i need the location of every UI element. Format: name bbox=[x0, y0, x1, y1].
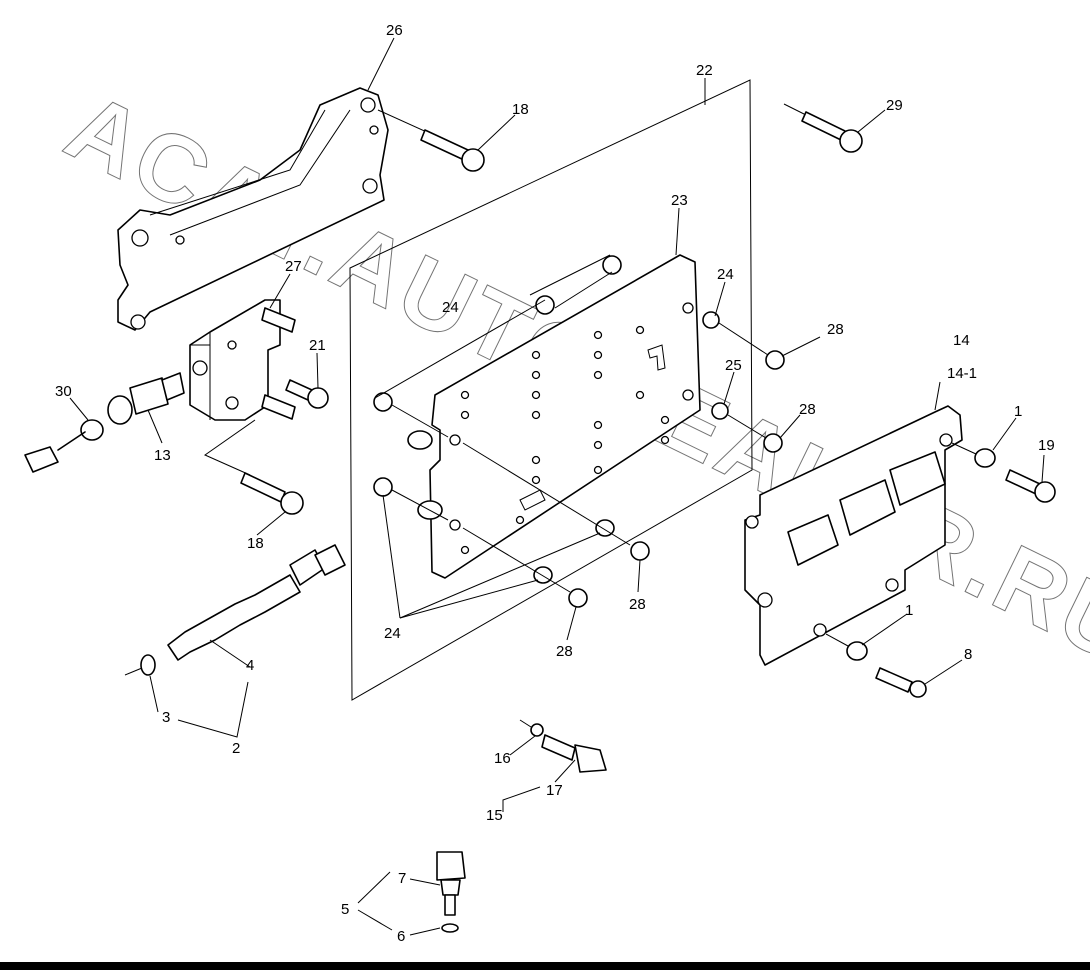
connector-30-cap bbox=[80, 419, 104, 441]
plate-23 bbox=[429, 254, 701, 579]
sensor-17 bbox=[541, 734, 576, 761]
label-28: 28 bbox=[799, 401, 816, 418]
label-29: 29 bbox=[886, 97, 903, 114]
label-14-1: 14-1 bbox=[947, 365, 977, 382]
label-26: 26 bbox=[386, 22, 403, 39]
sensor-17-connector bbox=[574, 744, 607, 773]
bracket-26-hole bbox=[175, 235, 185, 245]
bracket-26-hole bbox=[369, 125, 379, 135]
washer-25 bbox=[711, 402, 729, 420]
block-27-port bbox=[225, 396, 239, 410]
label-21: 21 bbox=[309, 337, 326, 354]
plate-23-slot bbox=[519, 489, 546, 511]
label-25: 25 bbox=[725, 357, 742, 374]
o-ring-6 bbox=[441, 923, 459, 933]
block-27-stud bbox=[261, 394, 296, 420]
o-ring-3 bbox=[140, 654, 156, 676]
label-28: 28 bbox=[827, 321, 844, 338]
bolt-8-head bbox=[909, 680, 927, 698]
sensor-7-stem bbox=[444, 894, 456, 916]
plate-23-holes bbox=[449, 302, 694, 555]
panel-frame-22 bbox=[349, 79, 753, 701]
bracket-26 bbox=[117, 87, 389, 331]
plate-23-stud bbox=[407, 430, 433, 450]
label-18: 18 bbox=[247, 535, 264, 552]
washer-1-top bbox=[974, 448, 996, 468]
block-27-port bbox=[192, 360, 208, 376]
sensor-4 bbox=[167, 574, 301, 661]
block-27 bbox=[189, 299, 281, 421]
bolt-18-top bbox=[420, 129, 469, 161]
sensor-4-connector bbox=[314, 544, 346, 576]
block-27-stud bbox=[261, 307, 296, 333]
label-1: 1 bbox=[1014, 403, 1022, 420]
label-28: 28 bbox=[629, 596, 646, 613]
bolt-18-lower-head bbox=[280, 491, 304, 515]
label-28: 28 bbox=[556, 643, 573, 660]
plate-23-bracket bbox=[647, 344, 666, 371]
sensor-4-axis bbox=[124, 667, 143, 676]
label-24: 24 bbox=[442, 299, 459, 316]
connector-30 bbox=[24, 446, 59, 473]
leader-lines bbox=[69, 37, 1045, 936]
label-30: 30 bbox=[55, 383, 72, 400]
bolt-29-head bbox=[839, 129, 863, 153]
bracket-26-hole bbox=[131, 229, 149, 247]
label-13: 13 bbox=[154, 447, 171, 464]
ecu-axis-lower bbox=[825, 633, 849, 647]
connector-30-wire bbox=[57, 431, 86, 451]
bolt-29-axis bbox=[783, 103, 807, 116]
label-27: 27 bbox=[285, 258, 302, 275]
label-1: 1 bbox=[905, 602, 913, 619]
bolt-19-head bbox=[1034, 481, 1056, 503]
block-27-edge bbox=[190, 332, 211, 420]
label-7: 7 bbox=[398, 870, 406, 887]
label-22: 22 bbox=[696, 62, 713, 79]
washer-1-bottom bbox=[846, 641, 868, 661]
sensor-13-tip bbox=[161, 372, 185, 401]
ecu-connectors bbox=[787, 451, 946, 566]
bottom-border bbox=[0, 962, 1090, 970]
bracket-26-hole bbox=[130, 314, 146, 330]
bolt-8 bbox=[875, 667, 913, 693]
label-24: 24 bbox=[717, 266, 734, 283]
sensor-7-body bbox=[440, 879, 461, 896]
bolt-18-lower-axis bbox=[203, 419, 256, 476]
label-15: 15 bbox=[486, 807, 503, 824]
label-2: 2 bbox=[232, 740, 240, 757]
label-4: 4 bbox=[246, 657, 254, 674]
label-16: 16 bbox=[494, 750, 511, 767]
label-5: 5 bbox=[341, 901, 349, 918]
ecu-mount-holes bbox=[745, 433, 953, 637]
bolt-21-head bbox=[307, 387, 329, 409]
bolt-29 bbox=[801, 111, 846, 141]
label-19: 19 bbox=[1038, 437, 1055, 454]
bolt-18-lower bbox=[240, 472, 286, 503]
bracket-26-hole bbox=[360, 97, 376, 113]
bolt-18-top-head bbox=[461, 148, 485, 172]
label-6: 6 bbox=[397, 928, 405, 945]
label-3: 3 bbox=[162, 709, 170, 726]
callout-labels: 26 22 18 29 23 27 24 24 28 14 21 25 14-1… bbox=[55, 22, 1055, 945]
bracket-26-hole bbox=[362, 178, 378, 194]
label-14: 14 bbox=[953, 332, 970, 349]
label-18: 18 bbox=[512, 101, 529, 118]
nuts-28 bbox=[568, 350, 785, 608]
sensor-13-body bbox=[107, 395, 133, 425]
label-24: 24 bbox=[384, 625, 401, 642]
label-23: 23 bbox=[671, 192, 688, 209]
label-8: 8 bbox=[964, 646, 972, 663]
label-17: 17 bbox=[546, 782, 563, 799]
sensor-13 bbox=[129, 377, 169, 415]
assembly-axes bbox=[374, 254, 769, 593]
block-27-port bbox=[227, 340, 237, 350]
sensor-7-connector bbox=[436, 851, 466, 881]
o-ring-16 bbox=[530, 723, 544, 737]
ecu-axis bbox=[951, 442, 977, 455]
bracket-26-rib bbox=[149, 109, 351, 236]
sensor-17-axis bbox=[519, 719, 532, 728]
